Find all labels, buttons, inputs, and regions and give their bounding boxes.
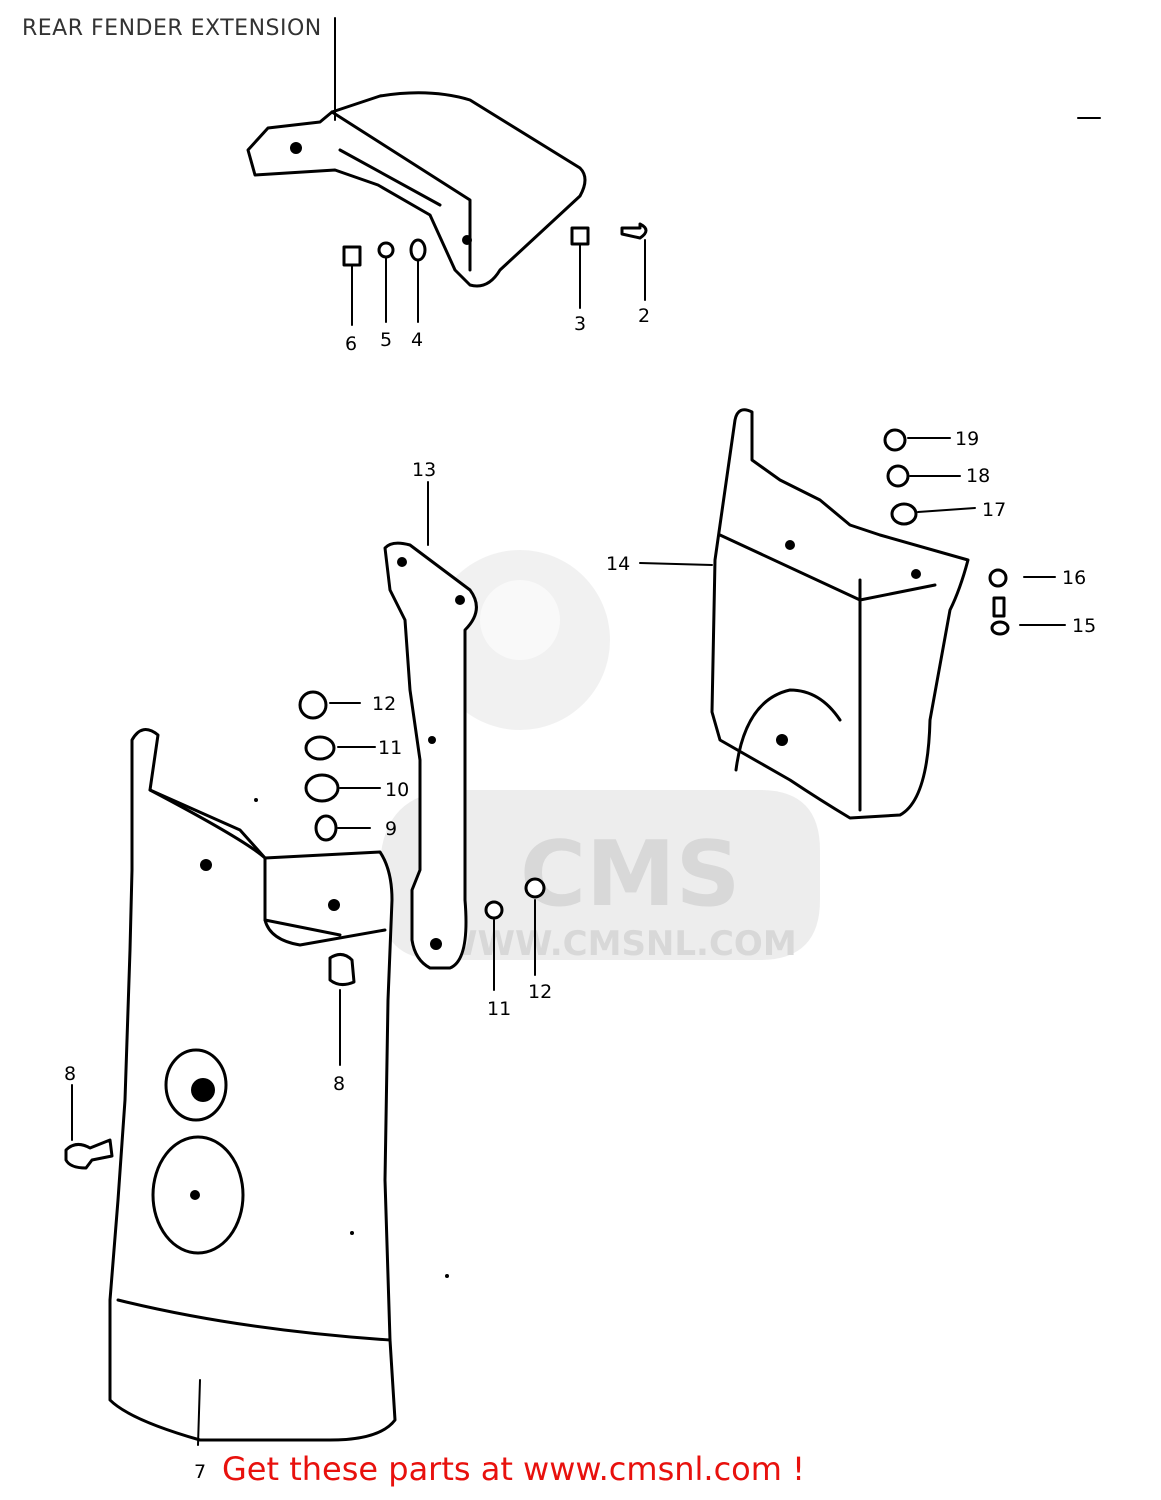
fender-extension-top bbox=[246, 17, 1101, 288]
callout-16: 16 bbox=[1062, 567, 1086, 589]
watermark-url: WWW.CMSNL.COM bbox=[440, 924, 797, 964]
parts-shop-link[interactable]: Get these parts at www.cmsnl.com ! bbox=[222, 1450, 805, 1488]
callout-5: 5 bbox=[380, 329, 392, 351]
diagram-title: REAR FENDER EXTENSION bbox=[22, 16, 322, 41]
callout-7: 7 bbox=[194, 1461, 206, 1483]
callout-11-left: 11 bbox=[378, 737, 402, 759]
callout-8-center: 8 bbox=[333, 1073, 345, 1095]
callout-13: 13 bbox=[412, 459, 436, 481]
callout-10: 10 bbox=[385, 779, 409, 801]
hardware-left bbox=[298, 690, 546, 991]
callout-15: 15 bbox=[1072, 615, 1096, 637]
callout-2: 2 bbox=[638, 305, 650, 327]
callout-14: 14 bbox=[606, 553, 630, 575]
callout-9: 9 bbox=[385, 818, 397, 840]
rear-fender-left bbox=[64, 728, 449, 1446]
callout-11-bottom: 11 bbox=[487, 998, 511, 1020]
callout-12-left: 12 bbox=[372, 693, 396, 715]
callout-6: 6 bbox=[345, 333, 357, 355]
bracket-part bbox=[383, 481, 478, 970]
callout-12-bottom: 12 bbox=[528, 981, 552, 1003]
callout-3: 3 bbox=[574, 313, 586, 335]
callout-19: 19 bbox=[955, 428, 979, 450]
callout-labels: 2 3 4 5 6 7 8 8 9 10 11 11 12 12 13 14 1… bbox=[64, 305, 1096, 1483]
rear-fender-right bbox=[639, 408, 970, 820]
callout-4: 4 bbox=[411, 329, 423, 351]
hardware-top bbox=[342, 222, 648, 326]
cms-watermark: CMS WWW.CMSNL.COM bbox=[380, 550, 820, 964]
watermark-brand: CMS bbox=[520, 822, 740, 927]
callout-18: 18 bbox=[966, 465, 990, 487]
hardware-right bbox=[883, 428, 1066, 636]
callout-17: 17 bbox=[982, 499, 1006, 521]
callout-8-left: 8 bbox=[64, 1063, 76, 1085]
